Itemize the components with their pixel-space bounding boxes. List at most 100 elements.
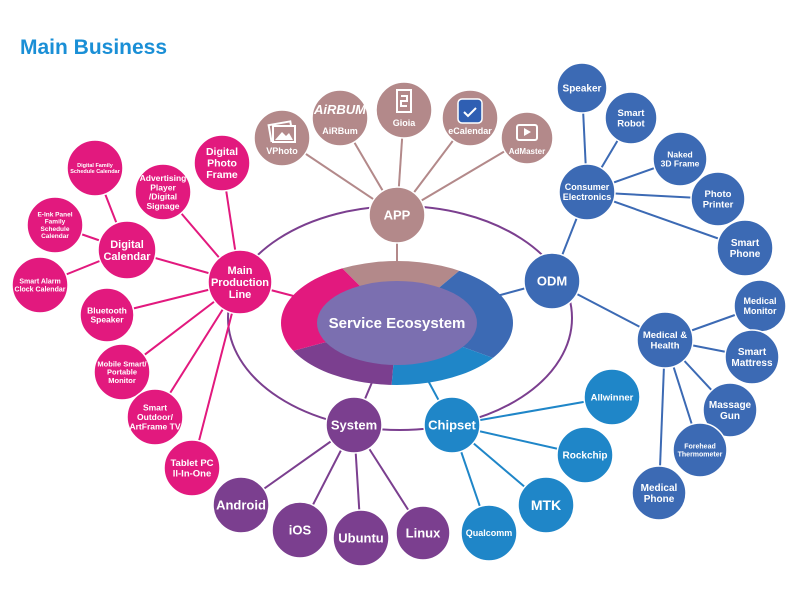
node-circle bbox=[631, 465, 687, 521]
node-label: Android bbox=[216, 498, 266, 513]
node-circle bbox=[460, 504, 518, 562]
node-ios: iOS bbox=[271, 501, 329, 559]
node-admaster: AdMaster bbox=[500, 111, 554, 165]
node-circle bbox=[636, 311, 694, 369]
node-vphoto: VPhoto bbox=[253, 109, 311, 167]
airbum-logo: AiRBUM bbox=[313, 102, 367, 117]
node-circle bbox=[332, 509, 390, 567]
node-circle bbox=[11, 256, 69, 314]
node-ecalendar: eCalendar bbox=[441, 89, 499, 147]
node-label: Allwinner bbox=[591, 392, 634, 403]
node-label: MTK bbox=[531, 497, 561, 513]
node-circle bbox=[93, 343, 151, 401]
node-circle bbox=[97, 220, 157, 280]
node-label: AiRBum bbox=[322, 126, 358, 136]
node-circle bbox=[375, 81, 433, 139]
node-label: Rockchip bbox=[562, 451, 607, 462]
node-android: Android bbox=[212, 476, 270, 534]
node-label: System bbox=[331, 418, 377, 433]
node-circle bbox=[271, 501, 329, 559]
node-circle bbox=[325, 396, 383, 454]
node-circle bbox=[583, 368, 641, 426]
node-circle bbox=[604, 91, 658, 145]
node-circle bbox=[523, 252, 581, 310]
node-circle bbox=[702, 382, 758, 438]
node-ubuntu: Ubuntu bbox=[332, 509, 390, 567]
svg-text:AiRBUM: AiRBUM bbox=[313, 102, 367, 117]
node-label: Speaker bbox=[563, 84, 602, 95]
node-circle bbox=[134, 163, 192, 221]
node-odm: ODM bbox=[523, 252, 581, 310]
node-label: Linux bbox=[406, 526, 441, 541]
node-airbum: AiRBUM AiRBum bbox=[311, 89, 369, 147]
node-circle bbox=[368, 186, 426, 244]
node-label: Ubuntu bbox=[338, 531, 384, 546]
page-title: Main Business bbox=[20, 36, 168, 59]
center-label: Service Ecosystem bbox=[329, 315, 466, 332]
node-linux: Linux bbox=[395, 505, 451, 561]
node-label: AdMaster bbox=[509, 147, 545, 156]
node-circle bbox=[212, 476, 270, 534]
node-qualcomm: Qualcomm bbox=[460, 504, 518, 562]
node-label: Medical &Health bbox=[643, 330, 687, 351]
node-circle bbox=[207, 249, 273, 315]
node-label: APP bbox=[384, 208, 411, 223]
node-circle bbox=[126, 388, 184, 446]
node-circle bbox=[558, 163, 616, 221]
node-circle bbox=[517, 476, 575, 534]
node-label: iOS bbox=[289, 523, 312, 538]
node-circle bbox=[395, 505, 451, 561]
node-circle bbox=[163, 439, 221, 497]
node-app: APP bbox=[368, 186, 426, 244]
node-speaker: Speaker bbox=[556, 62, 608, 114]
photo-icon bbox=[267, 120, 296, 143]
node-circle bbox=[716, 219, 774, 277]
node-label: Qualcomm bbox=[466, 528, 513, 538]
node-allwinner: Allwinner bbox=[583, 368, 641, 426]
node-circle bbox=[690, 171, 746, 227]
node-circle bbox=[556, 426, 614, 484]
node-rockchip: Rockchip bbox=[556, 426, 614, 484]
node-circle bbox=[66, 139, 124, 197]
center-inner-ellipse bbox=[317, 281, 477, 365]
node-circle bbox=[26, 196, 84, 254]
node-label: eCalendar bbox=[448, 126, 492, 136]
node-circle bbox=[79, 287, 135, 343]
node-circle bbox=[500, 111, 554, 165]
node-mh: Medical &Health bbox=[636, 311, 694, 369]
node-label: Chipset bbox=[428, 418, 476, 433]
node-system: System bbox=[325, 396, 383, 454]
node-circle bbox=[672, 422, 728, 478]
